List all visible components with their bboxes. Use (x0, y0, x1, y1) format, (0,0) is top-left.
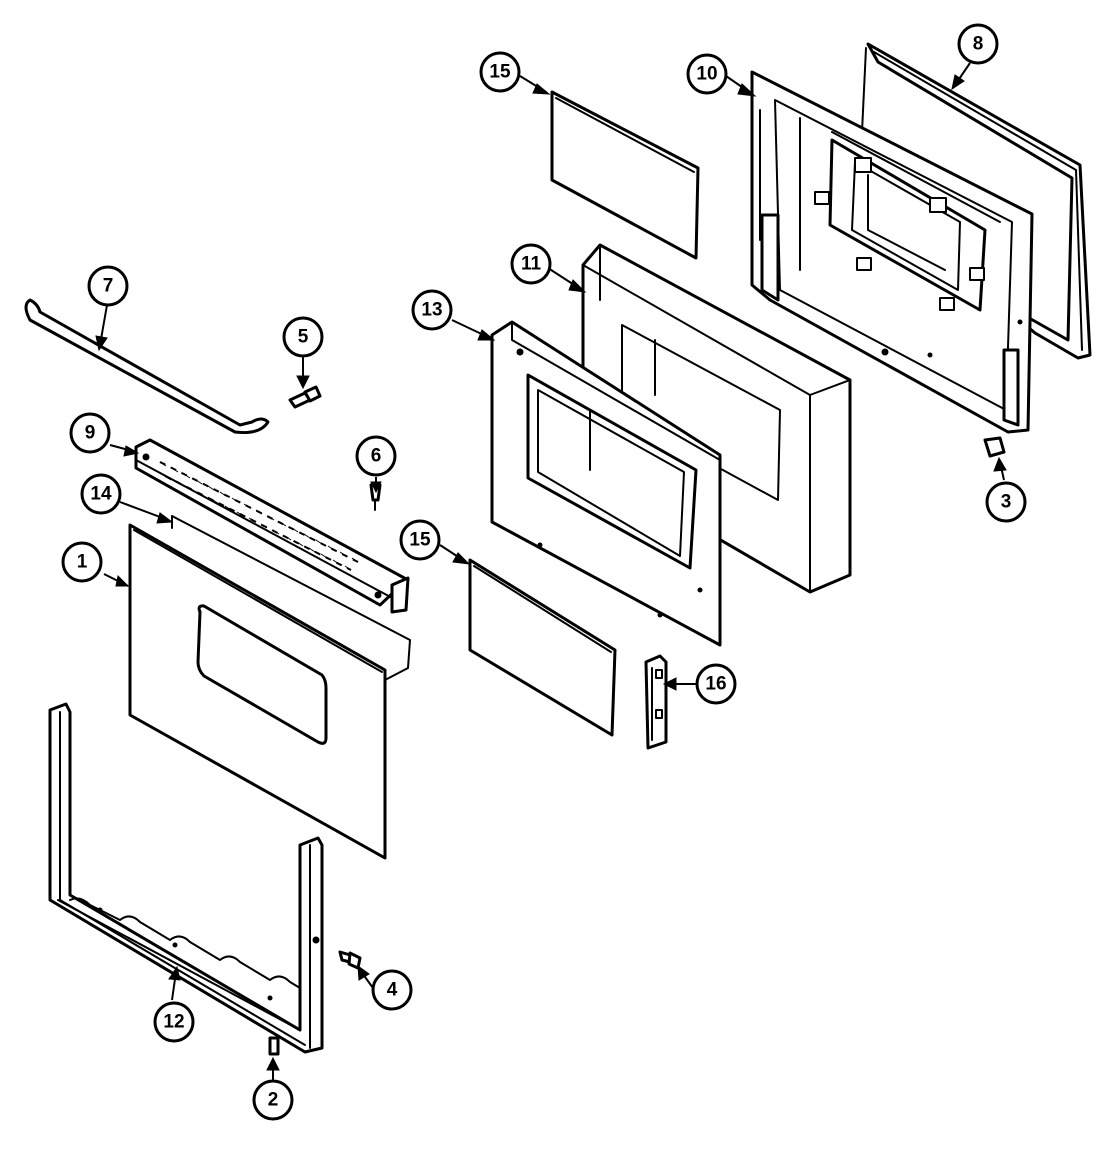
callout-10: 10 (686, 53, 728, 95)
part-13-door-liner (490, 320, 722, 647)
part-15-top-glass-pane (550, 90, 700, 260)
callout-4: 4 (371, 969, 413, 1011)
callout-9: 9 (69, 412, 111, 454)
callout-14-circle (80, 473, 122, 515)
callout-9-circle (69, 412, 111, 454)
part-2-screw (268, 1036, 280, 1056)
callout-16-label: 16 (705, 674, 726, 695)
callout-15-top-circle (479, 51, 521, 93)
callout-12-circle (153, 1001, 195, 1043)
callout-2-label: 2 (268, 1090, 279, 1111)
part-3-bumper (983, 436, 1006, 458)
callout-1-label: 1 (77, 552, 88, 573)
callout-7-circle (87, 265, 129, 307)
callout-15-top-label: 15 (489, 62, 511, 83)
callout-15-top: 15 (479, 51, 521, 93)
part-10-inner-door-panel (750, 70, 1034, 434)
part-12-door-frame (48, 702, 324, 1054)
part-16-hinge-bracket (644, 654, 668, 750)
callout-7-label: 7 (103, 276, 114, 297)
callout-16: 16 (695, 663, 737, 705)
callout-15-lower: 15 (399, 519, 441, 561)
callout-11-circle (510, 243, 552, 285)
vent-slots (159, 461, 359, 571)
callout-5-circle (282, 316, 324, 358)
callout-15-lower-label: 15 (409, 530, 431, 551)
callout-6: 6 (355, 435, 397, 477)
callout-3-label: 3 (1001, 492, 1012, 513)
callout-13: 13 (411, 289, 453, 331)
callout-6-circle (355, 435, 397, 477)
callout-9-label: 9 (85, 423, 96, 444)
callout-7: 7 (87, 265, 129, 307)
callout-14-label: 14 (90, 484, 112, 505)
callout-4-circle (371, 969, 413, 1011)
part-1-outer-door-panel (128, 523, 387, 860)
part-5-screw (288, 385, 322, 409)
callout-11: 11 (510, 243, 552, 285)
callout-8-circle (957, 23, 999, 65)
callout-12-label: 12 (163, 1012, 184, 1033)
callout-3: 3 (985, 481, 1027, 523)
part-9-vent-trim (134, 438, 410, 614)
part-4-screw (338, 950, 362, 970)
part-15-lower-glass-pane (468, 558, 617, 737)
callout-2-circle (252, 1079, 294, 1121)
callout-15-lower-circle (399, 519, 441, 561)
part-7-door-handle (24, 298, 270, 434)
callout-13-circle (411, 289, 453, 331)
callout-14: 14 (80, 473, 122, 515)
callout-8: 8 (957, 23, 999, 65)
leader-lines (95, 62, 1007, 1080)
callout-1-circle (61, 541, 103, 583)
callout-10-circle (686, 53, 728, 95)
callout-5-label: 5 (298, 327, 309, 348)
callout-16-circle (695, 663, 737, 705)
callout-11-label: 11 (521, 254, 542, 275)
callout-4-label: 4 (387, 980, 398, 1001)
callout-8-label: 8 (973, 34, 984, 55)
callout-13-label: 13 (421, 300, 442, 321)
callout-1: 1 (61, 541, 103, 583)
callout-5: 5 (282, 316, 324, 358)
callout-6-label: 6 (371, 446, 382, 467)
callout-3-circle (985, 481, 1027, 523)
callout-10-label: 10 (696, 64, 717, 85)
callout-2: 2 (252, 1079, 294, 1121)
callout-12: 12 (153, 1001, 195, 1043)
